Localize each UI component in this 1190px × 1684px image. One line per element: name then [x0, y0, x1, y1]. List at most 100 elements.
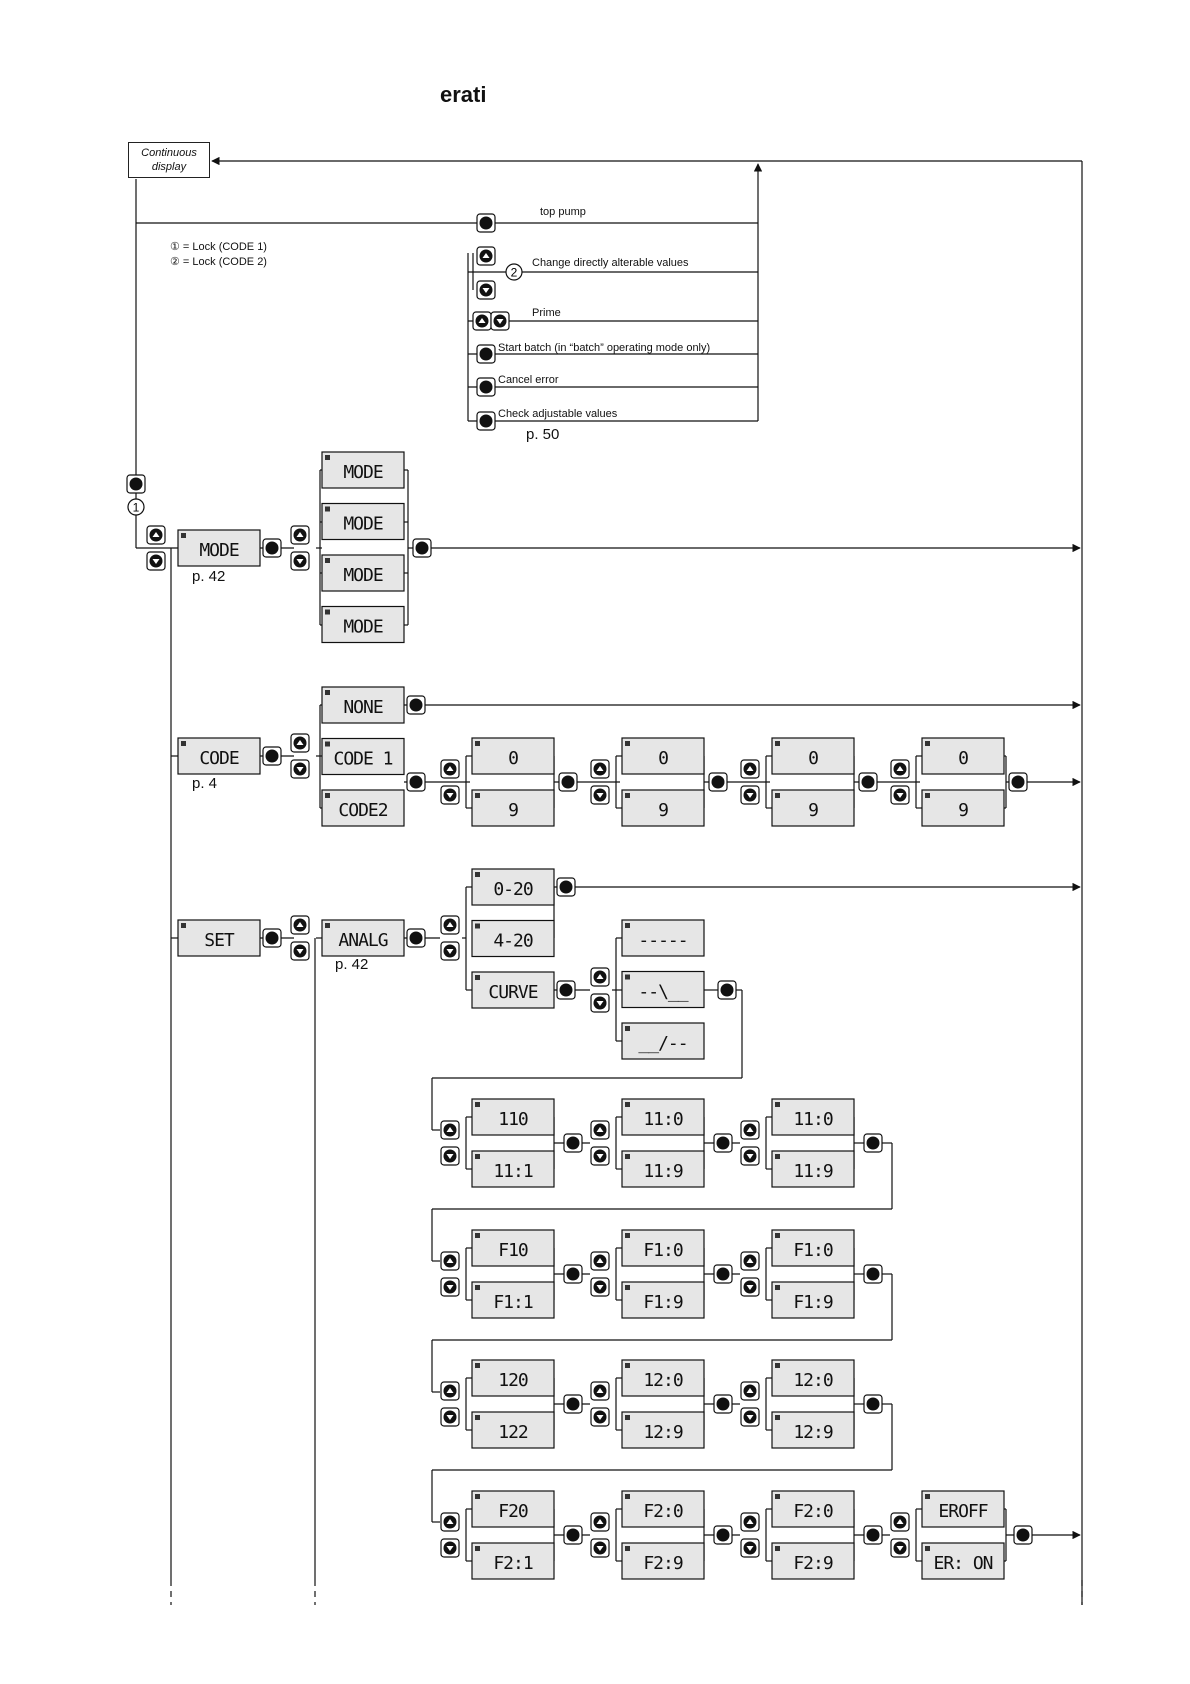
check-values-key[interactable] — [476, 411, 496, 431]
code-up-key[interactable] — [290, 733, 310, 753]
mode-down-key[interactable] — [146, 551, 166, 571]
lcd-curve-opt-2-text: __/-- — [638, 1033, 687, 1054]
row1-down-key-1[interactable] — [590, 1146, 610, 1166]
row4-up-key-0[interactable] — [440, 1512, 460, 1532]
mode-opt-down-key[interactable] — [290, 551, 310, 571]
change-values-label: Change directly alterable values — [532, 257, 689, 269]
row1-up-key-2[interactable] — [740, 1120, 760, 1140]
row4-up-key-2[interactable] — [740, 1512, 760, 1532]
row1-p-key-1[interactable] — [713, 1133, 733, 1153]
mode-opt-up-key[interactable] — [290, 525, 310, 545]
start-batch-key[interactable] — [476, 344, 496, 364]
row2-up-key-0[interactable] — [440, 1251, 460, 1271]
digit-p-key-0[interactable] — [558, 772, 578, 792]
lcd-digit-bottom-3-text: 9 — [958, 800, 968, 821]
row2-p-key-2[interactable] — [863, 1264, 883, 1284]
row3-p-key-0[interactable] — [563, 1394, 583, 1414]
digit-down-key-1[interactable] — [590, 785, 610, 805]
lock-legend: ① = Lock (CODE 1) ② = Lock (CODE 2) — [170, 240, 267, 270]
row2-down-key-0[interactable] — [440, 1277, 460, 1297]
lcd-row3-top-2: 12:0 — [771, 1359, 855, 1397]
lcd-row4-top-2-text: F2:0 — [793, 1501, 833, 1522]
row1-p-key-0[interactable] — [563, 1133, 583, 1153]
digit-up-key-3[interactable] — [890, 759, 910, 779]
digit-up-key-2[interactable] — [740, 759, 760, 779]
row2-p-key-0[interactable] — [563, 1264, 583, 1284]
down-key[interactable] — [476, 280, 496, 300]
row2-up-key-2[interactable] — [740, 1251, 760, 1271]
lcd-analog-opt-2: CURVE — [471, 971, 555, 1009]
set-up-key[interactable] — [290, 915, 310, 935]
analog-confirm-key[interactable] — [556, 877, 576, 897]
prime-label: Prime — [532, 307, 561, 319]
lcd-row2-top-1: F1:0 — [621, 1229, 705, 1267]
row3-up-key-0[interactable] — [440, 1381, 460, 1401]
row4-up-key-3[interactable] — [890, 1512, 910, 1532]
row2-p-key-1[interactable] — [713, 1264, 733, 1284]
analg-p-key[interactable] — [406, 928, 426, 948]
set-down-key[interactable] — [290, 941, 310, 961]
lcd-row2-top-0-text: F10 — [498, 1240, 528, 1261]
row1-down-key-0[interactable] — [440, 1146, 460, 1166]
lcd-digit-top-2: 0 — [771, 737, 855, 775]
digit-up-key-0[interactable] — [440, 759, 460, 779]
row4-p-key-2[interactable] — [863, 1525, 883, 1545]
stop-key[interactable] — [476, 213, 496, 233]
up-key[interactable] — [476, 246, 496, 266]
row4-p-key-3[interactable] — [1013, 1525, 1033, 1545]
lcd-row4-bottom-1: F2:9 — [621, 1542, 705, 1580]
row4-down-key-2[interactable] — [740, 1538, 760, 1558]
mode-p-key[interactable] — [262, 538, 282, 558]
row1-down-key-2[interactable] — [740, 1146, 760, 1166]
row3-up-key-1[interactable] — [590, 1381, 610, 1401]
row4-down-key-0[interactable] — [440, 1538, 460, 1558]
curve-up-key[interactable] — [590, 967, 610, 987]
row4-down-key-3[interactable] — [890, 1538, 910, 1558]
row2-down-key-1[interactable] — [590, 1277, 610, 1297]
row3-down-key-0[interactable] — [440, 1407, 460, 1427]
lcd-mode-text: MODE — [199, 540, 239, 561]
digit-p-key-2[interactable] — [858, 772, 878, 792]
lcd-mode-opt-1: MODE — [321, 502, 405, 541]
lcd-row1-bottom-2: 11:9 — [771, 1150, 855, 1188]
lcd-row1-bottom-1: 11:9 — [621, 1150, 705, 1188]
row4-p-key-1[interactable] — [713, 1525, 733, 1545]
row1-up-key-1[interactable] — [590, 1120, 610, 1140]
row3-p-key-1[interactable] — [713, 1394, 733, 1414]
row4-down-key-1[interactable] — [590, 1538, 610, 1558]
code-p-key[interactable] — [262, 746, 282, 766]
mode-up-key[interactable] — [146, 525, 166, 545]
row3-up-key-2[interactable] — [740, 1381, 760, 1401]
code-none-key[interactable] — [406, 695, 426, 715]
continuous-label-2: display — [151, 161, 187, 173]
row3-down-key-1[interactable] — [590, 1407, 610, 1427]
prime-down-key[interactable] — [490, 311, 510, 331]
row3-down-key-2[interactable] — [740, 1407, 760, 1427]
digit-up-key-1[interactable] — [590, 759, 610, 779]
digit-down-key-2[interactable] — [740, 785, 760, 805]
menu-p-key[interactable] — [126, 474, 146, 494]
cancel-error-key[interactable] — [476, 377, 496, 397]
prime-up-key[interactable] — [472, 311, 492, 331]
digit-p-key-1[interactable] — [708, 772, 728, 792]
curve-p-key[interactable] — [556, 980, 576, 1000]
lcd-code-opt-1-text: CODE 1 — [333, 749, 392, 770]
code-sel-key[interactable] — [406, 772, 426, 792]
row2-up-key-1[interactable] — [590, 1251, 610, 1271]
digit-p-key-3[interactable] — [1008, 772, 1028, 792]
set-p-key[interactable] — [262, 928, 282, 948]
code-down-key[interactable] — [290, 759, 310, 779]
mode-confirm-key[interactable] — [412, 538, 432, 558]
row2-down-key-2[interactable] — [740, 1277, 760, 1297]
row3-p-key-2[interactable] — [863, 1394, 883, 1414]
curve-confirm-key[interactable] — [717, 980, 737, 1000]
row1-p-key-2[interactable] — [863, 1133, 883, 1153]
digit-down-key-3[interactable] — [890, 785, 910, 805]
row4-p-key-0[interactable] — [563, 1525, 583, 1545]
digit-down-key-0[interactable] — [440, 785, 460, 805]
analog-up-key[interactable] — [440, 915, 460, 935]
analog-down-key[interactable] — [440, 941, 460, 961]
row4-up-key-1[interactable] — [590, 1512, 610, 1532]
curve-down-key[interactable] — [590, 993, 610, 1013]
row1-up-key-0[interactable] — [440, 1120, 460, 1140]
